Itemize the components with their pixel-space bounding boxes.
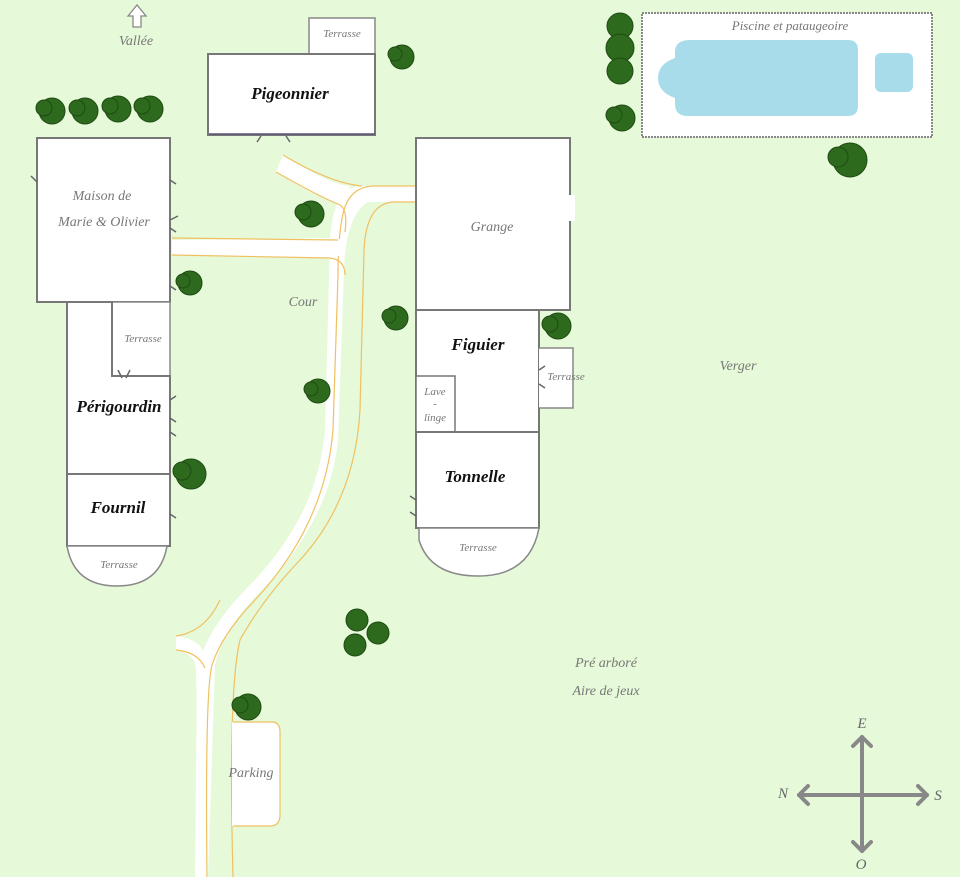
- parking-area: Parking: [227, 721, 281, 827]
- pool-label: Piscine et pataugeoire: [731, 18, 849, 33]
- fournil-building: Fournil: [66, 473, 177, 547]
- pool-area: Piscine et pataugeoire: [641, 12, 933, 138]
- lave-dash-label: -: [433, 398, 437, 410]
- tonnelle-building: Tonnelle: [409, 431, 540, 529]
- parking-label: Parking: [227, 766, 273, 781]
- figuier-terrace-label: Terrasse: [547, 371, 585, 383]
- maison-label-line1: Maison de: [72, 189, 132, 204]
- aire-de-jeux-label: Aire de jeux: [571, 684, 640, 699]
- maison-building: Maison de Marie & Olivier: [30, 137, 179, 303]
- pigeonnier-label: Pigeonnier: [250, 84, 329, 103]
- tree-icon: [343, 633, 367, 657]
- perigourdin-label: Périgourdin: [75, 397, 161, 416]
- tonnelle-terrace: Terrasse: [418, 527, 540, 577]
- pigeonnier-terrace: Terrasse: [308, 17, 376, 55]
- tree-icon: [606, 57, 634, 85]
- vallee-arrow-icon: [126, 3, 148, 28]
- tree-icon: [605, 104, 636, 132]
- tree-icon: [133, 95, 164, 123]
- tree-icon: [366, 621, 390, 645]
- vallee-label: Vallée: [119, 34, 153, 49]
- paths: [171, 154, 415, 877]
- lave-label: Lave: [423, 386, 446, 398]
- pre-arbore-label: Pré arboré: [574, 656, 638, 671]
- tree-icon: [381, 305, 409, 331]
- compass-south-label: S: [934, 788, 942, 804]
- linge-label: linge: [424, 412, 446, 424]
- wading-pool: [875, 53, 913, 92]
- pool-water: [658, 40, 858, 116]
- compass-rose-icon: N S E O: [777, 716, 942, 873]
- tree-icon: [345, 608, 369, 632]
- figuier-building: Figuier Lave - linge: [415, 309, 540, 433]
- grange-label: Grange: [471, 220, 514, 235]
- tonnelle-terrace-label: Terrasse: [459, 542, 497, 554]
- figuier-terrace: Terrasse: [538, 347, 585, 409]
- pigeonnier-terrace-label: Terrasse: [323, 28, 361, 40]
- tree-icon: [172, 458, 207, 490]
- maison-label-line2: Marie & Olivier: [57, 215, 150, 230]
- grange-building: Grange: [415, 137, 575, 311]
- verger-label: Verger: [720, 359, 757, 374]
- tree-icon: [387, 44, 415, 70]
- maison-terrace-label: Terrasse: [124, 333, 162, 345]
- tree-icon: [101, 95, 132, 123]
- tree-icon: [294, 200, 325, 228]
- tree-icon: [175, 270, 203, 296]
- tree-icon: [231, 693, 262, 721]
- pigeonnier-building: Pigeonnier: [207, 53, 376, 143]
- tree-icon: [541, 312, 572, 340]
- cour-label: Cour: [289, 295, 318, 310]
- compass-north-label: N: [777, 786, 789, 802]
- fournil-terrace: Terrasse: [66, 545, 168, 587]
- tree-icon: [303, 378, 331, 404]
- tree-icon: [35, 97, 66, 125]
- compass-west-label: O: [856, 857, 867, 873]
- compass-east-label: E: [856, 716, 866, 732]
- tree-icon: [68, 97, 99, 125]
- fournil-terrace-label: Terrasse: [100, 559, 138, 571]
- tree-icon: [827, 142, 868, 178]
- trees: [35, 12, 868, 721]
- fournil-label: Fournil: [90, 498, 146, 517]
- figuier-label: Figuier: [451, 335, 505, 354]
- maison-terrace: Terrasse: [111, 301, 171, 377]
- tonnelle-label: Tonnelle: [445, 467, 506, 486]
